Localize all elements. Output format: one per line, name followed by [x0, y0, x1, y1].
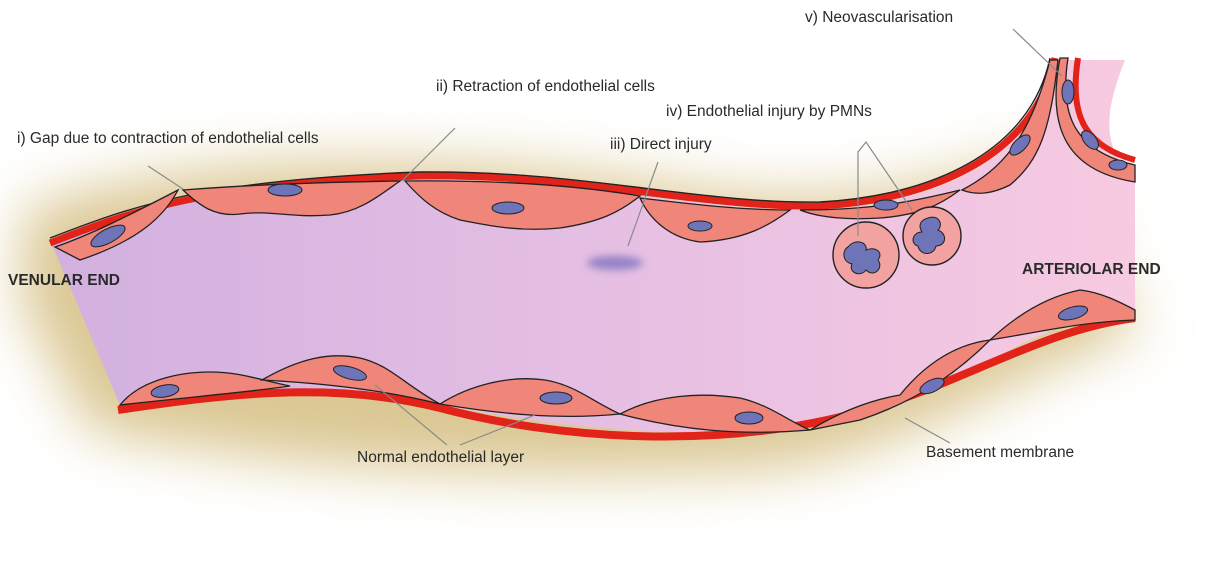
basement-membrane-label: Basement membrane	[926, 445, 1074, 461]
pmn-injury-label: iv) Endothelial injury by PMNs	[666, 104, 872, 120]
normal-layer-label: Normal endothelial layer	[357, 450, 524, 466]
retraction-label: ii) Retraction of endothelial cells	[436, 79, 655, 95]
venular-end-label: VENULAR END	[8, 273, 120, 289]
direct-injury-label: iii) Direct injury	[610, 137, 712, 153]
arteriolar-end-label: ARTERIOLAR END	[1022, 262, 1161, 278]
neovascularisation-label: v) Neovascularisation	[805, 10, 953, 26]
gap-label: i) Gap due to contraction of endothelial…	[17, 131, 319, 147]
direct-injury-blur	[587, 256, 643, 270]
